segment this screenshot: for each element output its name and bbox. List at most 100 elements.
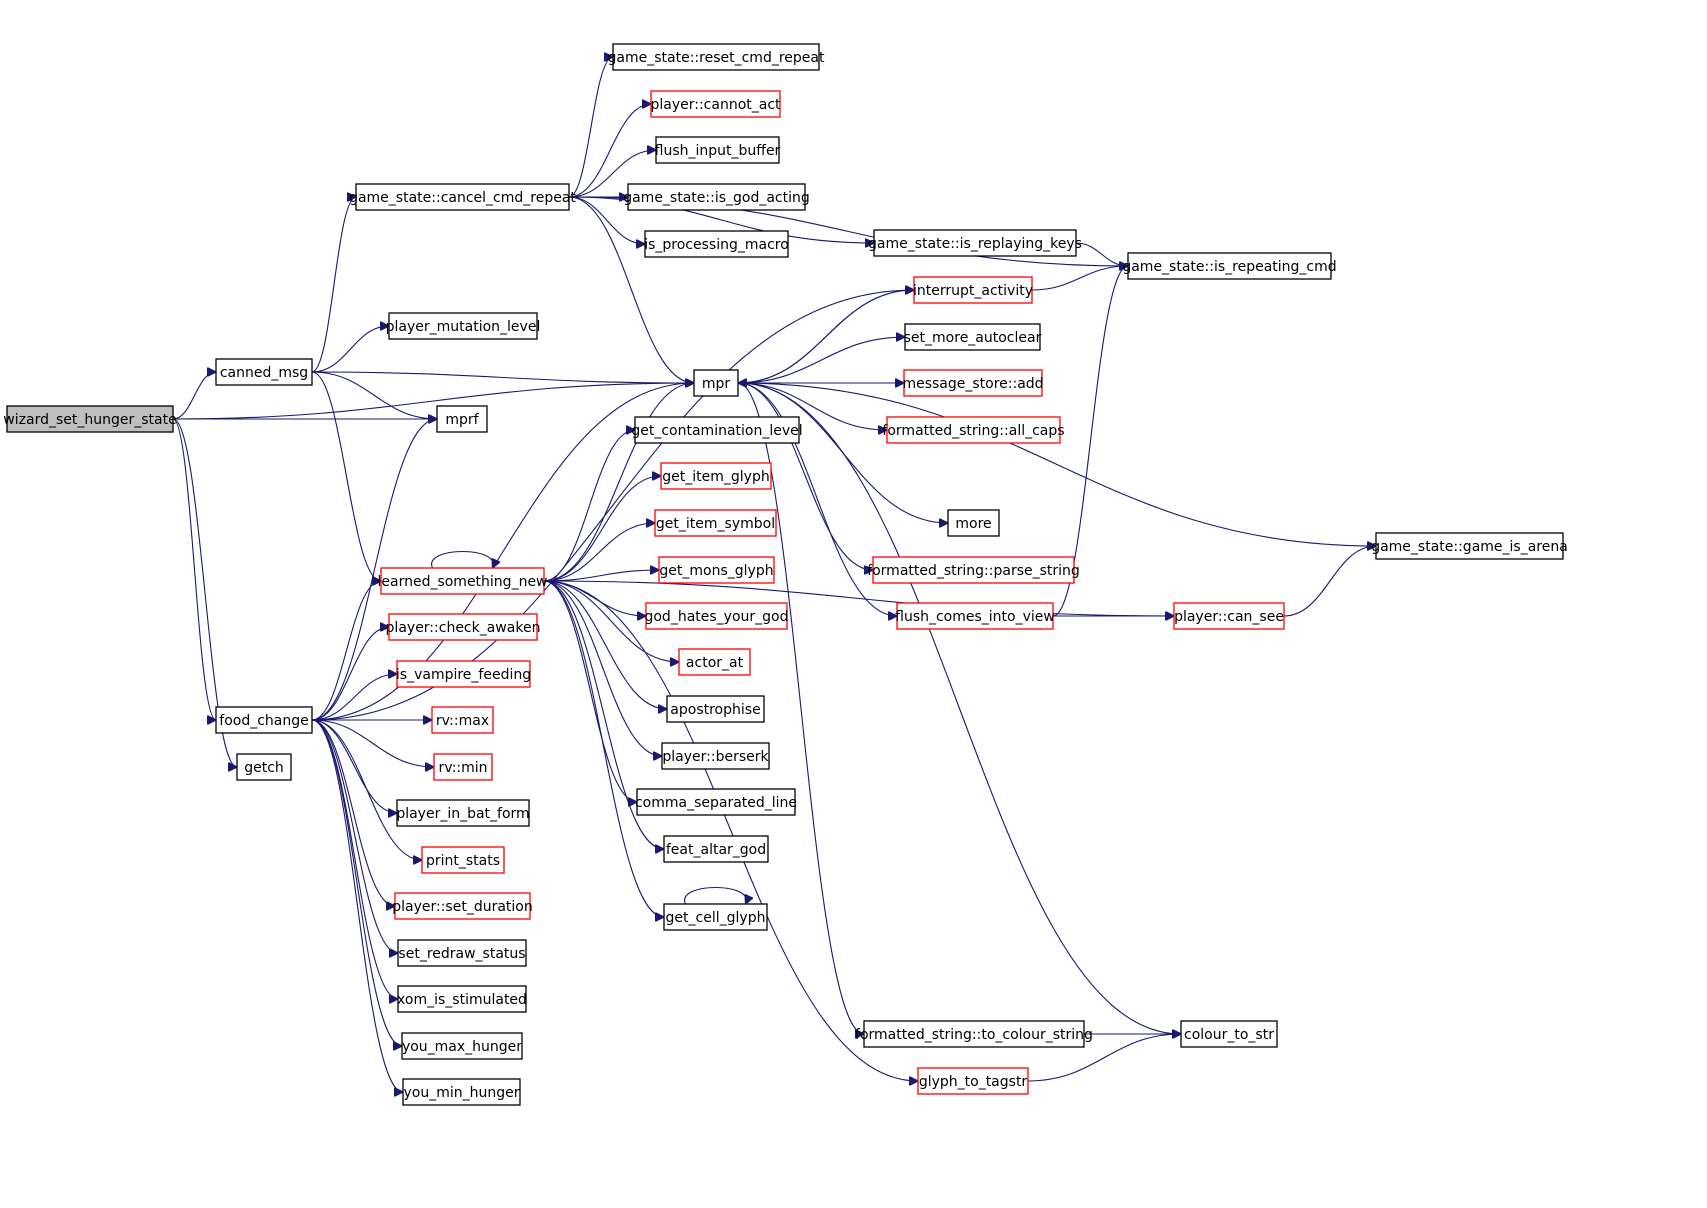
node-box[interactable] bbox=[394, 892, 531, 920]
node-box[interactable] bbox=[654, 509, 777, 537]
node-canned_msg[interactable]: canned_msg bbox=[215, 358, 313, 386]
node-set_more_autoclear[interactable]: set_more_autoclear bbox=[904, 323, 1042, 351]
node-box[interactable] bbox=[947, 509, 1000, 537]
node-all_caps[interactable]: formatted_string::all_caps bbox=[882, 416, 1065, 444]
node-box[interactable] bbox=[913, 276, 1033, 304]
node-rv_max[interactable]: rv::max bbox=[431, 706, 494, 734]
node-box[interactable] bbox=[401, 1032, 523, 1060]
node-cancel_cmd_repeat[interactable]: game_state::cancel_cmd_repeat bbox=[349, 183, 576, 211]
node-box[interactable] bbox=[917, 1067, 1029, 1095]
node-box[interactable] bbox=[660, 462, 772, 490]
node-comma_separated_line[interactable]: comma_separated_line bbox=[635, 788, 797, 816]
node-box[interactable] bbox=[355, 183, 570, 211]
node-box[interactable] bbox=[388, 613, 538, 641]
node-more[interactable]: more bbox=[947, 509, 1000, 537]
node-is_vampire_feeding[interactable]: is_vampire_feeding bbox=[396, 660, 531, 688]
node-box[interactable] bbox=[627, 183, 806, 211]
node-glyph_to_tagstr[interactable]: glyph_to_tagstr bbox=[917, 1067, 1029, 1095]
node-god_hates_your_god[interactable]: god_hates_your_god bbox=[644, 602, 789, 630]
node-get_item_glyph[interactable]: get_item_glyph bbox=[660, 462, 772, 490]
node-wizard_set_hunger_state[interactable]: wizard_set_hunger_state bbox=[3, 405, 177, 433]
node-you_max_hunger[interactable]: you_max_hunger bbox=[401, 1032, 523, 1060]
node-game_is_arena[interactable]: game_state::game_is_arena bbox=[1371, 532, 1568, 560]
node-box[interactable] bbox=[663, 835, 769, 863]
node-box[interactable] bbox=[436, 405, 488, 433]
node-get_cell_glyph[interactable]: get_cell_glyph bbox=[663, 903, 768, 931]
node-xom_is_stimulated[interactable]: xom_is_stimulated bbox=[397, 985, 527, 1013]
node-box[interactable] bbox=[663, 903, 768, 931]
node-check_awaken[interactable]: player::check_awaken bbox=[386, 613, 541, 641]
node-print_stats[interactable]: print_stats bbox=[421, 846, 505, 874]
node-box[interactable] bbox=[896, 602, 1054, 630]
node-colour_to_str[interactable]: colour_to_str bbox=[1180, 1020, 1278, 1048]
node-rv_min[interactable]: rv::min bbox=[433, 753, 493, 781]
node-message_store_add[interactable]: message_store::add bbox=[902, 369, 1044, 397]
node-box[interactable] bbox=[421, 846, 505, 874]
node-apostrophise[interactable]: apostrophise bbox=[666, 695, 765, 723]
node-get_item_symbol[interactable]: get_item_symbol bbox=[654, 509, 777, 537]
node-box[interactable] bbox=[873, 229, 1077, 257]
node-box[interactable] bbox=[431, 706, 494, 734]
node-parse_string[interactable]: formatted_string::parse_string bbox=[867, 556, 1080, 584]
node-box[interactable] bbox=[872, 556, 1075, 584]
node-flush_comes_into_view[interactable]: flush_comes_into_view bbox=[895, 602, 1055, 630]
node-box[interactable] bbox=[634, 416, 800, 444]
node-learned_something_new[interactable]: learned_something_new bbox=[377, 567, 548, 595]
node-mpr[interactable]: mpr bbox=[693, 369, 739, 397]
node-box[interactable] bbox=[863, 1020, 1085, 1048]
node-box[interactable] bbox=[380, 567, 545, 595]
node-player_berserk[interactable]: player::berserk bbox=[661, 742, 770, 770]
node-box[interactable] bbox=[886, 416, 1061, 444]
node-box[interactable] bbox=[658, 556, 775, 584]
node-box[interactable] bbox=[396, 660, 531, 688]
node-box[interactable] bbox=[612, 43, 820, 71]
node-box[interactable] bbox=[693, 369, 739, 397]
node-box[interactable] bbox=[655, 136, 780, 164]
node-box[interactable] bbox=[636, 788, 796, 816]
node-box[interactable] bbox=[666, 695, 765, 723]
node-box[interactable] bbox=[433, 753, 493, 781]
node-to_colour_string[interactable]: formatted_string::to_colour_string bbox=[855, 1020, 1093, 1048]
node-player_in_bat_form[interactable]: player_in_bat_form bbox=[396, 799, 530, 827]
node-get_mons_glyph[interactable]: get_mons_glyph bbox=[658, 556, 775, 584]
node-you_min_hunger[interactable]: you_min_hunger bbox=[402, 1078, 521, 1106]
node-mprf[interactable]: mprf bbox=[436, 405, 488, 433]
node-is_god_acting[interactable]: game_state::is_god_acting bbox=[623, 183, 810, 211]
node-is_processing_macro[interactable]: is_processing_macro bbox=[644, 230, 789, 258]
node-is_repeating_cmd[interactable]: game_state::is_repeating_cmd bbox=[1122, 252, 1337, 280]
node-actor_at[interactable]: actor_at bbox=[678, 648, 751, 676]
node-box[interactable] bbox=[397, 939, 527, 967]
node-set_duration[interactable]: player::set_duration bbox=[392, 892, 533, 920]
node-set_redraw_status[interactable]: set_redraw_status bbox=[397, 939, 527, 967]
node-box[interactable] bbox=[6, 405, 174, 433]
node-is_replaying_keys[interactable]: game_state::is_replaying_keys bbox=[868, 229, 1082, 257]
node-box[interactable] bbox=[215, 358, 313, 386]
node-box[interactable] bbox=[402, 1078, 521, 1106]
node-reset_cmd_repeat[interactable]: game_state::reset_cmd_repeat bbox=[608, 43, 825, 71]
node-getch[interactable]: getch bbox=[236, 753, 292, 781]
node-feat_altar_god[interactable]: feat_altar_god bbox=[663, 835, 769, 863]
node-box[interactable] bbox=[388, 312, 538, 340]
node-player_mutation_level[interactable]: player_mutation_level bbox=[386, 312, 541, 340]
node-get_contamination_level[interactable]: get_contamination_level bbox=[631, 416, 803, 444]
node-box[interactable] bbox=[397, 985, 527, 1013]
node-box[interactable] bbox=[1375, 532, 1564, 560]
node-box[interactable] bbox=[215, 706, 313, 734]
node-player_can_see[interactable]: player::can_see bbox=[1173, 602, 1285, 630]
node-box[interactable] bbox=[396, 799, 530, 827]
node-box[interactable] bbox=[903, 369, 1043, 397]
node-box[interactable] bbox=[904, 323, 1041, 351]
node-box[interactable] bbox=[661, 742, 770, 770]
node-flush_input_buffer[interactable]: flush_input_buffer bbox=[655, 136, 781, 164]
node-box[interactable] bbox=[236, 753, 292, 781]
node-box[interactable] bbox=[650, 90, 781, 118]
node-box[interactable] bbox=[644, 230, 789, 258]
node-box[interactable] bbox=[678, 648, 751, 676]
node-box[interactable] bbox=[1173, 602, 1285, 630]
node-box[interactable] bbox=[645, 602, 788, 630]
node-cannot_act[interactable]: player::cannot_act bbox=[650, 90, 781, 118]
node-food_change[interactable]: food_change bbox=[215, 706, 313, 734]
node-box[interactable] bbox=[1180, 1020, 1278, 1048]
node-interrupt_activity[interactable]: interrupt_activity bbox=[913, 276, 1033, 304]
node-box[interactable] bbox=[1127, 252, 1332, 280]
